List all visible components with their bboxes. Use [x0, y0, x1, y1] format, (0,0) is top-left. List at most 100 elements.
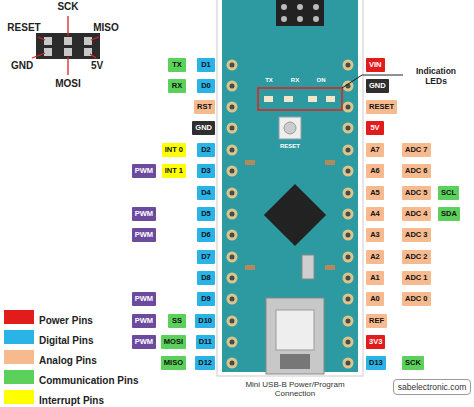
- pin-label: D13: [366, 356, 386, 370]
- pin-label: ADC 3: [402, 228, 431, 242]
- icsp-pin: [44, 48, 52, 56]
- pin-name: TX: [172, 60, 182, 69]
- pin-name: MISO: [164, 358, 183, 367]
- led: [308, 96, 317, 102]
- pcb: [222, 0, 358, 372]
- pin-name: ADC 4: [405, 209, 428, 218]
- reset-button-cap: [284, 122, 296, 134]
- watermark: sabelectronic.com: [393, 379, 472, 395]
- legend-entry: Communication Pins: [4, 370, 138, 384]
- pin-name: ADC 2: [405, 252, 428, 261]
- pin-hole: [228, 274, 236, 282]
- silkscreen-label: ON: [317, 77, 326, 84]
- pin-hole: [344, 124, 352, 132]
- pin-name: D8: [201, 273, 211, 282]
- pin-name: GND: [369, 81, 386, 90]
- pin-name: 3V3: [369, 337, 382, 346]
- pin-hole: [344, 295, 352, 303]
- legend-entry: Interrupt Pins: [4, 390, 104, 404]
- icsp-pin: [64, 37, 72, 45]
- pin-label: ADC 2: [402, 250, 431, 264]
- pin-label: D4: [197, 186, 215, 200]
- pin-label: D11: [196, 335, 215, 349]
- pin-hole: [228, 167, 236, 175]
- pin-name: RX: [172, 81, 182, 90]
- icsp-header: [36, 33, 100, 59]
- pin-name: A1: [370, 273, 380, 282]
- pin-label: GND: [366, 79, 389, 93]
- pin-label: VIN: [366, 58, 385, 72]
- pin-name: D0: [201, 81, 211, 90]
- pin-hole: [228, 103, 236, 111]
- pin-hole: [228, 231, 236, 239]
- usb-shell: [276, 310, 314, 350]
- pin-name: D12: [198, 358, 212, 367]
- smd-part: [325, 265, 335, 270]
- pin-name: A3: [370, 230, 380, 239]
- pin-name: INT 1: [165, 166, 183, 175]
- legend-swatch: [4, 370, 34, 384]
- smd-part: [245, 160, 255, 165]
- legend-swatch: [4, 390, 34, 404]
- pin-label: D8: [197, 271, 215, 285]
- icsp-label: GND: [11, 60, 33, 72]
- legend-swatch: [4, 310, 34, 324]
- pin-label: D9: [197, 292, 215, 306]
- icsp-label: 5V: [91, 60, 103, 72]
- pin-name: D3: [201, 166, 211, 175]
- led-highlight: [258, 88, 342, 110]
- pin-hole: [228, 359, 236, 367]
- pin-name: D1: [201, 60, 211, 69]
- pin-hole: [344, 146, 352, 154]
- pin-name: 5V: [370, 123, 379, 132]
- pin-label: PWM: [132, 314, 156, 328]
- pin-label: MISO: [161, 356, 186, 370]
- pin-label: ADC 5: [402, 186, 431, 200]
- leader-line: [90, 54, 96, 58]
- pin-label: D1: [197, 58, 215, 72]
- pin-hole: [344, 167, 352, 175]
- pin-name: D13: [369, 358, 383, 367]
- pin-name: GND: [195, 123, 212, 132]
- legend-entry: Digital Pins: [4, 330, 93, 344]
- pin-hole: [228, 124, 236, 132]
- pin-label: TX: [168, 58, 186, 72]
- pin-hole: [228, 189, 236, 197]
- silkscreen-label: RESET: [280, 143, 300, 150]
- leader-line: [38, 37, 45, 40]
- pin-label: A6: [366, 164, 384, 178]
- pin-hole: [344, 61, 352, 69]
- pin-hole: [344, 231, 352, 239]
- pin-label: D0: [197, 79, 215, 93]
- pin-label: A2: [366, 250, 384, 264]
- silkscreen-label: RX: [291, 77, 299, 84]
- icsp-pin: [44, 37, 52, 45]
- pin-name: ADC 7: [405, 145, 428, 154]
- pin-hole: [228, 317, 236, 325]
- pin-name: RST: [197, 102, 212, 111]
- pin-label: SCL: [438, 186, 459, 200]
- pin-name: A2: [370, 252, 380, 261]
- pin-label: A4: [366, 207, 384, 221]
- pin-name: ADC 1: [405, 273, 428, 282]
- pin-hole: [228, 146, 236, 154]
- header-pin: [281, 4, 287, 10]
- pin-label: PWM: [132, 228, 156, 242]
- pin-name: PWM: [135, 337, 153, 346]
- pin-label: D7: [197, 250, 215, 264]
- led: [284, 96, 293, 102]
- pin-name: A5: [370, 188, 380, 197]
- legend-swatch: [4, 350, 34, 364]
- pin-label: ADC 1: [402, 271, 431, 285]
- callout-label: Indication LEDs: [408, 66, 464, 86]
- pin-label: REF: [366, 314, 387, 328]
- pin-name: D9: [201, 294, 211, 303]
- pin-name: SCK: [405, 358, 421, 367]
- smd-part: [245, 265, 255, 270]
- pin-name: RESET: [369, 102, 394, 111]
- pin-hole: [228, 82, 236, 90]
- header-pin: [281, 16, 287, 22]
- pin-label: MOSI: [161, 335, 186, 349]
- pin-name: A6: [370, 166, 380, 175]
